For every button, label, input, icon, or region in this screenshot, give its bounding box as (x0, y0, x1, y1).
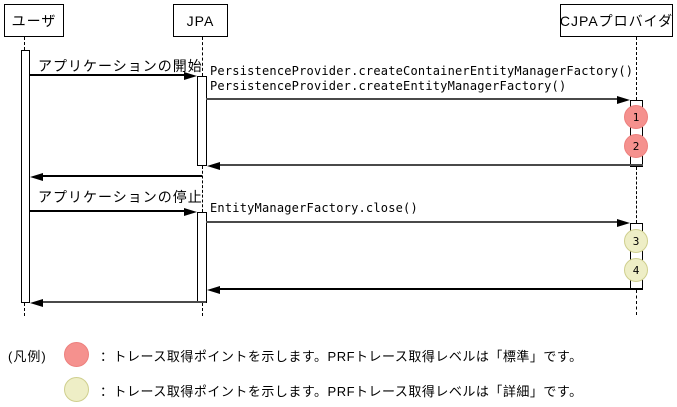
legend-standard-circle-icon (64, 342, 89, 367)
activation-bar-jpa-1 (197, 76, 207, 166)
lifeline-jpa-top (202, 37, 203, 76)
legend-standard-text: ：トレース取得ポイントを示します。PRFトレース取得レベルは「標準」です。 (100, 349, 583, 364)
lifeline-cjpa-top (636, 37, 637, 100)
actor-label-cjpa-provider: CJPAプロバイダ (559, 12, 674, 29)
return-arrowhead-jpa-user-2 (30, 299, 43, 307)
lifeline-user-bottom (24, 303, 25, 316)
message-label-app-stop: アプリケーションの停止 (38, 189, 203, 205)
lifeline-jpa-middle (202, 166, 203, 212)
arrowhead-app-stop (184, 208, 197, 216)
trace-point-1: 1 (624, 105, 648, 129)
activation-bar-user (21, 50, 30, 303)
message-label-emf-close: EntityManagerFactory.close() (210, 201, 418, 215)
legend-detail-circle-icon (64, 377, 89, 402)
message-label-create-emf: PersistenceProvider.createEntityManagerF… (210, 79, 567, 93)
return-line-jpa-user-1 (43, 175, 202, 177)
actor-label-jpa: JPA (186, 12, 215, 29)
arrowhead-app-start (184, 72, 197, 80)
arrowhead-emf-close (617, 219, 630, 227)
trace-point-4: 4 (624, 258, 648, 282)
arrow-line-app-start (29, 74, 185, 76)
lifeline-cjpa-middle (636, 167, 637, 223)
lifeline-cjpa-bottom (636, 290, 637, 315)
actor-box-cjpa-provider: CJPAプロバイダ (560, 4, 673, 37)
legend-title: (凡例) (8, 349, 47, 364)
trace-point-3-number: 3 (632, 234, 640, 248)
arrow-line-create-emf (206, 98, 618, 100)
arrowhead-create-emf (617, 96, 630, 104)
trace-point-2-number: 2 (632, 139, 640, 153)
return-line-cjpa-jpa-1 (220, 164, 643, 166)
return-arrowhead-cjpa-jpa-2 (207, 286, 220, 294)
arrow-line-app-stop (29, 210, 185, 212)
activation-bar-jpa-2 (197, 212, 207, 303)
message-label-create-container-emf: PersistenceProvider.createContainerEntit… (210, 64, 634, 78)
actor-label-user: ユーザ (11, 12, 57, 29)
trace-point-4-number: 4 (632, 263, 640, 277)
arrow-line-emf-close (206, 221, 618, 223)
return-arrowhead-jpa-user-1 (30, 173, 43, 181)
return-arrowhead-cjpa-jpa-1 (207, 162, 220, 170)
legend-detail-text: ：トレース取得ポイントを示します。PRFトレース取得レベルは「詳細」です。 (100, 384, 583, 399)
trace-point-3: 3 (624, 229, 648, 253)
return-line-cjpa-jpa-2 (220, 288, 643, 290)
lifeline-jpa-bottom (202, 303, 203, 316)
actor-box-jpa: JPA (173, 4, 228, 37)
actor-box-user: ユーザ (4, 4, 64, 37)
trace-point-1-number: 1 (632, 110, 640, 124)
trace-point-2: 2 (624, 134, 648, 158)
message-label-app-start: アプリケーションの開始 (38, 58, 203, 74)
lifeline-user-top (24, 37, 25, 50)
return-line-jpa-user-2 (43, 301, 206, 303)
